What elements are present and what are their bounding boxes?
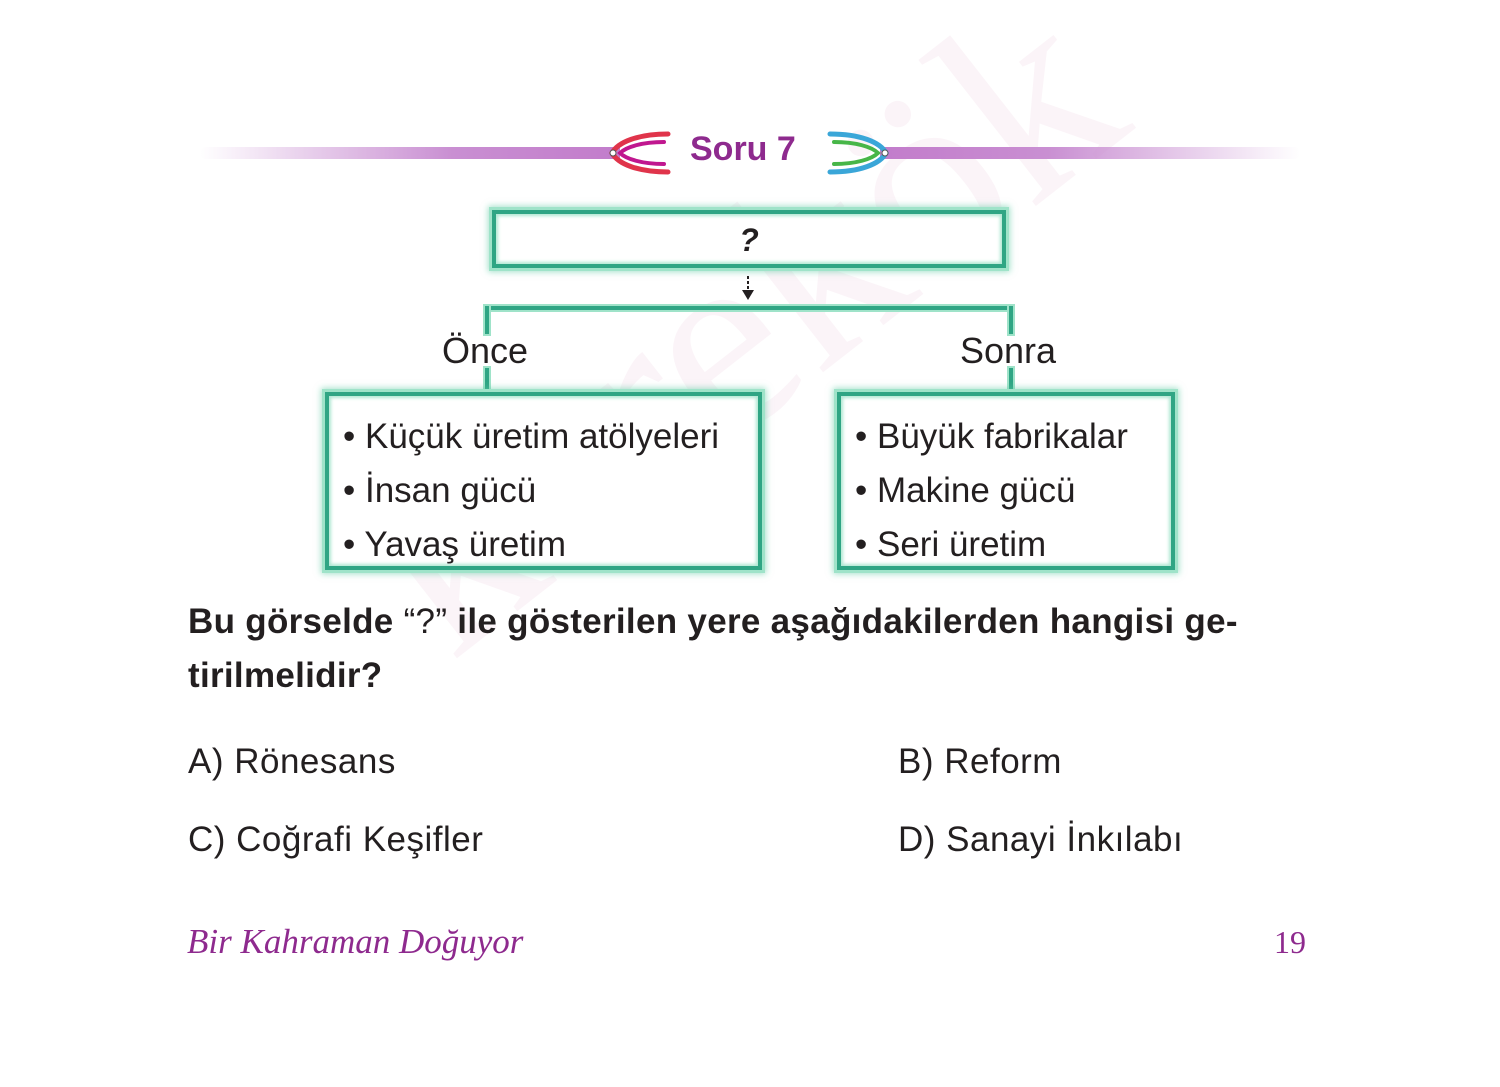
- list-item: • Seri üretim: [855, 525, 1047, 564]
- list-item: • Küçük üretim atölyeleri: [343, 417, 720, 456]
- chevron-left-icon: [609, 131, 671, 175]
- list-item: • Yavaş üretim: [343, 525, 566, 564]
- list-item: • Makine gücü: [855, 471, 1076, 510]
- list-item: • İnsan gücü: [343, 471, 537, 510]
- list-item: • Büyük fabrikalar: [855, 417, 1128, 456]
- unknown-box: ?: [492, 210, 1006, 268]
- option-d[interactable]: D) Sanayi İnkılabı: [898, 820, 1184, 859]
- after-box: • Büyük fabrikalar • Makine gücü • Seri …: [837, 392, 1175, 570]
- question-part-2: ile gösterilen yere aşağıdakilerden hang…: [447, 602, 1238, 641]
- page-number: 19: [1274, 924, 1306, 960]
- question-number: Soru 7: [690, 130, 796, 168]
- header-line-left: [200, 147, 620, 159]
- before-box: • Küçük üretim atölyeleri • İnsan gücü •…: [325, 392, 762, 570]
- book-title: Bir Kahraman Doğuyor: [187, 922, 524, 961]
- after-list: • Büyük fabrikalar • Makine gücü • Seri …: [841, 396, 1171, 572]
- option-a[interactable]: A) Rönesans: [188, 742, 396, 781]
- connector-right: [1009, 306, 1013, 334]
- connector-right-lower: [1009, 368, 1013, 392]
- connector-horizontal: [487, 306, 1011, 310]
- question-part-3: tirilmelidir?: [188, 656, 383, 695]
- connector-left: [485, 306, 489, 334]
- arrow-down-icon: [742, 276, 754, 300]
- before-label: Önce: [442, 330, 529, 371]
- question-mark: ?: [739, 222, 759, 258]
- option-b[interactable]: B) Reform: [898, 742, 1062, 781]
- question-part-1: Bu görselde: [188, 602, 404, 641]
- header-line-right: [880, 147, 1300, 159]
- after-label: Sonra: [960, 330, 1057, 371]
- question-text: Bu görselde “?” ile gösterilen yere aşağ…: [188, 595, 1318, 703]
- option-c[interactable]: C) Coğrafi Keşifler: [188, 820, 484, 859]
- question-quote: “?”: [403, 602, 448, 641]
- chevron-right-icon: [827, 131, 889, 175]
- connector-left-lower: [485, 368, 489, 392]
- before-list: • Küçük üretim atölyeleri • İnsan gücü •…: [329, 396, 758, 572]
